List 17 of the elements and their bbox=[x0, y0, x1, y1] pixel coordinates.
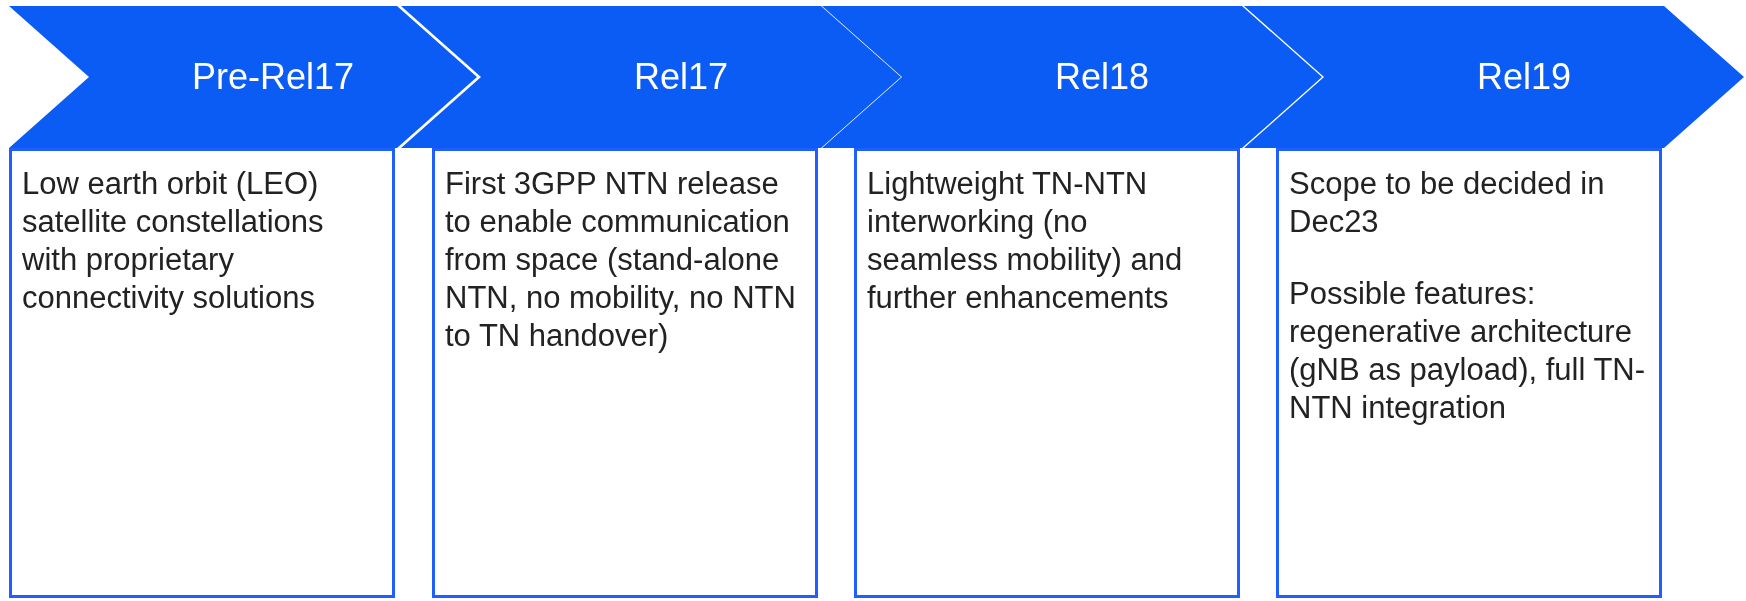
description-box bbox=[1276, 148, 1662, 598]
description-text: Possible features: regenerative architecture (gNB as payload), full TN-NTN integration bbox=[1289, 275, 1647, 427]
release-heading: Rel19 bbox=[1476, 56, 1572, 98]
release-heading: Rel17 bbox=[633, 56, 729, 98]
chevron-banner bbox=[9, 6, 477, 148]
description-text: Lightweight TN-NTN interworking (no seamless mobility) and further enhancements bbox=[867, 165, 1184, 317]
description-box bbox=[9, 148, 395, 598]
chevron-banner bbox=[1244, 6, 1744, 148]
description-text: First 3GPP NTN release to enable communication from space (stand-alone NTN, no mobility, no NTN to TN handover) bbox=[445, 165, 797, 355]
chevron-banner bbox=[822, 6, 1322, 148]
description-box bbox=[854, 148, 1240, 598]
chevron-banner bbox=[401, 6, 901, 148]
description-text: Low earth orbit (LEO) satellite constellations with proprietary connectivity solutions bbox=[22, 165, 325, 317]
description-box bbox=[432, 148, 818, 598]
description-text: Scope to be decided in Dec23 bbox=[1289, 165, 1606, 241]
release-heading: Rel18 bbox=[1054, 56, 1150, 98]
release-heading: Pre-Rel17 bbox=[191, 56, 355, 98]
